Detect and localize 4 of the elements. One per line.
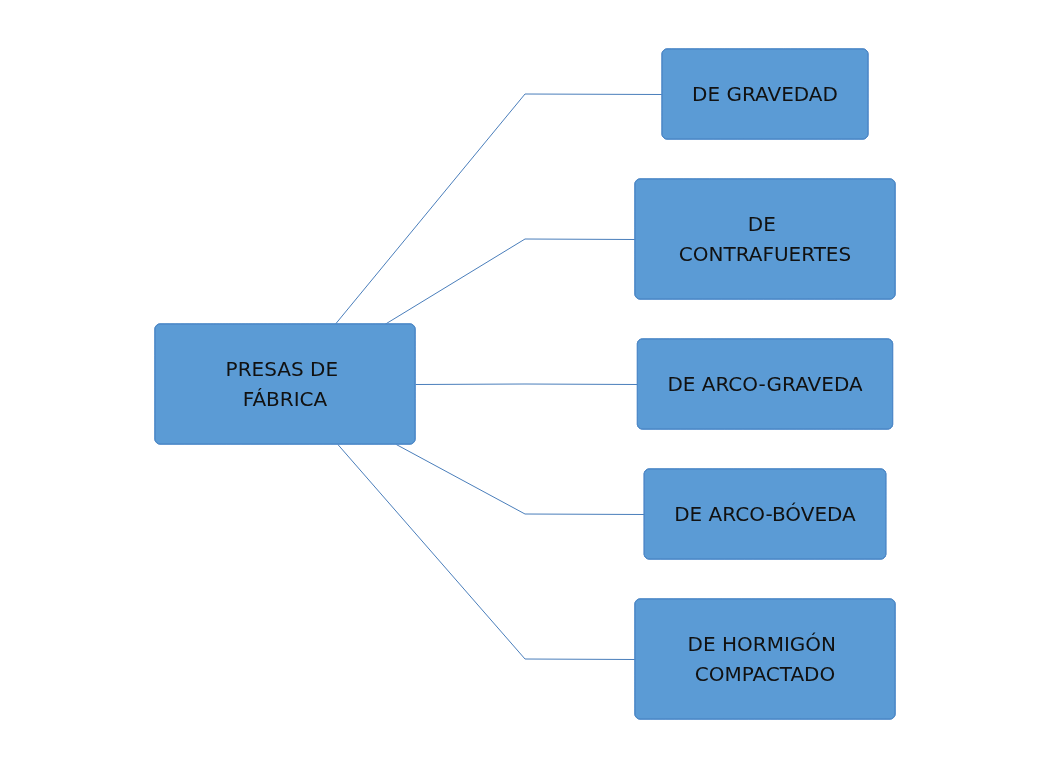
- connector: [395, 443, 645, 515]
- connector: [334, 93, 663, 325]
- connector: [414, 383, 638, 385]
- connector: [336, 443, 636, 660]
